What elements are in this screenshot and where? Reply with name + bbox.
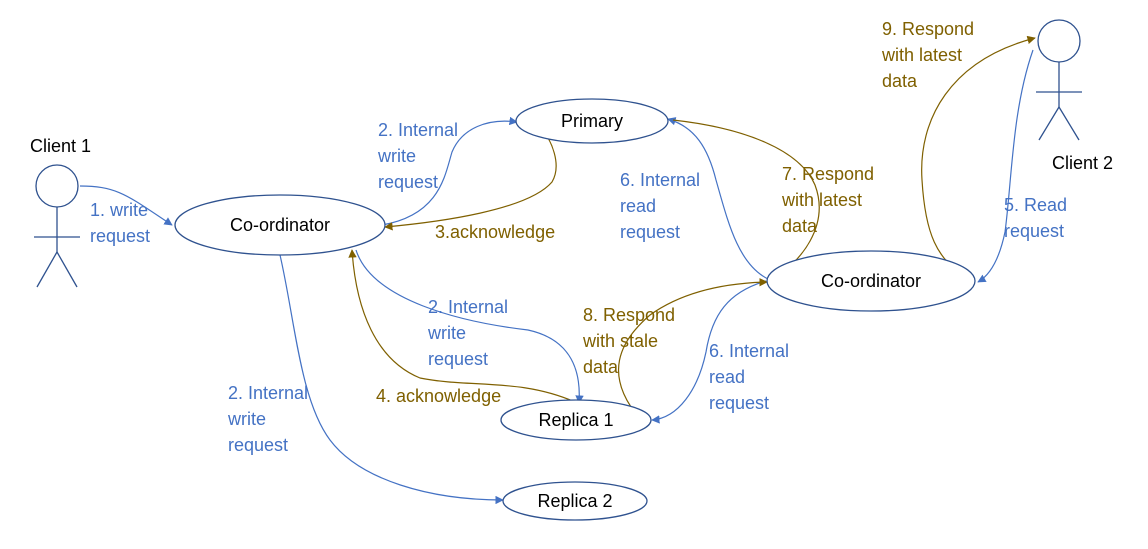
edge-respond-latest-primary — [672, 119, 820, 282]
label-line: write — [427, 323, 466, 343]
label-line: write — [377, 146, 416, 166]
coordinator-right-node: Co-ordinator — [766, 250, 976, 312]
label-line: 2. Internal — [228, 383, 308, 403]
replica2-node: Replica 2 — [502, 481, 648, 521]
client1-label: Client 1 — [30, 136, 91, 156]
coordinator-right-label: Co-ordinator — [821, 271, 921, 291]
edge-internal-read-replica1 — [651, 280, 767, 424]
primary-node: Primary — [515, 98, 669, 144]
edge-internal-write-replica1 — [355, 249, 584, 404]
edge-respond-stale — [617, 277, 768, 408]
label-line: request — [428, 349, 488, 369]
label-line: 2. Internal — [378, 120, 458, 140]
label-line: request — [228, 435, 288, 455]
label-line: with latest — [881, 45, 962, 65]
client1-head-icon — [35, 164, 79, 208]
label-line: request — [1004, 221, 1064, 241]
label-line: request — [90, 226, 150, 246]
coordinator-left-node: Co-ordinator — [174, 194, 386, 256]
label-line: request — [620, 222, 680, 242]
replica1-node: Replica 1 — [500, 399, 652, 441]
label-internal-write-replica2: 2. Internal write request — [227, 383, 308, 455]
edge-write-request — [79, 185, 173, 226]
label-line: 1. write — [90, 200, 148, 220]
client2-head-icon — [1037, 19, 1081, 63]
label-line: 6. Internal — [620, 170, 700, 190]
label-line: data — [583, 357, 619, 377]
edge-internal-write-primary — [381, 116, 518, 226]
label-line: 5. Read — [1004, 195, 1067, 215]
label-internal-write-primary: 2. Internal write request — [377, 120, 458, 192]
label-respond-latest-client: 9. Respond with latest data — [881, 19, 974, 91]
label-line: data — [782, 216, 818, 236]
edge-internal-write-replica2 — [279, 254, 504, 505]
label-write-request: 1. write request — [90, 200, 150, 246]
edge-acknowledge-primary — [384, 126, 557, 231]
label-line: with latest — [781, 190, 862, 210]
label-line: 9. Respond — [882, 19, 974, 39]
edge-acknowledge-replica1 — [348, 249, 576, 403]
label-internal-read-replica1: 6. Internal read request — [709, 341, 789, 413]
edge-internal-read-primary — [667, 117, 769, 280]
label-line: with stale — [582, 331, 658, 351]
label-line: read — [620, 196, 656, 216]
label-respond-stale: 8. Respond with stale data — [582, 305, 675, 377]
label-line: request — [378, 172, 438, 192]
label-acknowledge-primary: 3.acknowledge — [435, 222, 555, 242]
label-internal-write-replica1: 2. Internal write request — [427, 297, 508, 369]
label-internal-read-primary: 6. Internal read request — [620, 170, 700, 242]
label-line: request — [709, 393, 769, 413]
primary-label: Primary — [561, 111, 623, 131]
coordinator-left-label: Co-ordinator — [230, 215, 330, 235]
edge-read-request — [977, 49, 1034, 283]
replica2-label: Replica 2 — [537, 491, 612, 511]
label-line: 6. Internal — [709, 341, 789, 361]
label-line: read — [709, 367, 745, 387]
label-read-request: 5. Read request — [1004, 195, 1067, 241]
label-line: 2. Internal — [428, 297, 508, 317]
label-line: data — [882, 71, 918, 91]
client2-actor — [1036, 19, 1082, 141]
label-line: 7. Respond — [782, 164, 874, 184]
label-line: 8. Respond — [583, 305, 675, 325]
client2-label: Client 2 — [1052, 153, 1113, 173]
label-acknowledge-replica1: 4. acknowledge — [376, 386, 501, 406]
replica1-label: Replica 1 — [538, 410, 613, 430]
label-line: 3.acknowledge — [435, 222, 555, 242]
label-line: 4. acknowledge — [376, 386, 501, 406]
client1-actor — [34, 164, 80, 288]
edge-respond-latest-client — [921, 35, 1036, 281]
label-line: write — [227, 409, 266, 429]
label-respond-latest-primary: 7. Respond with latest data — [781, 164, 874, 236]
